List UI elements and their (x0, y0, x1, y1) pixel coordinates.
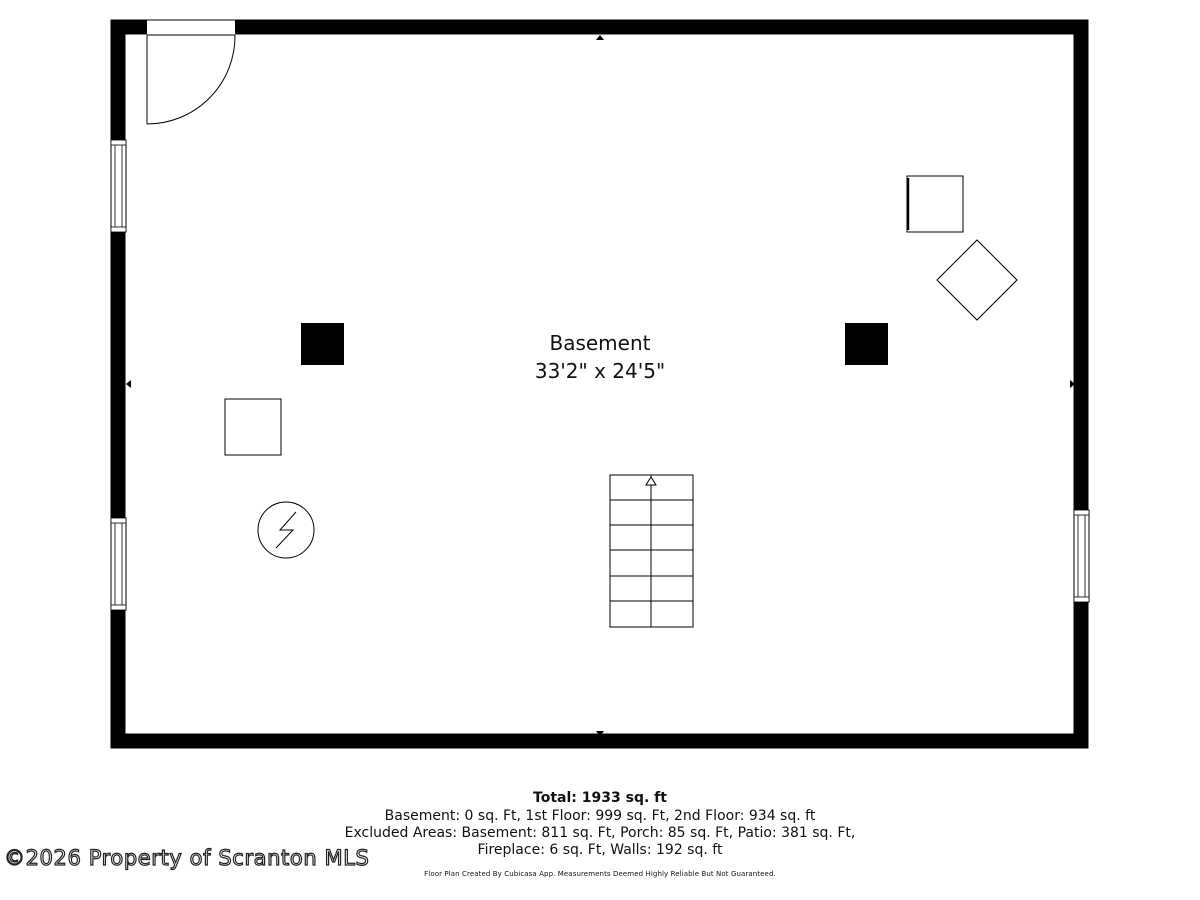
copyright-watermark: ©2026 Property of Scranton MLS (3, 845, 370, 870)
stair-arrow-icon (645, 476, 657, 486)
electric-symbol-icon (257, 501, 315, 559)
fixture-diamond (936, 239, 1018, 321)
room-dimensions: 33'2" x 24'5" (535, 359, 665, 383)
marker-right (1070, 380, 1075, 388)
marker-top (596, 35, 604, 40)
excluded-areas-continued: Fireplace: 6 sq. Ft, Walls: 192 sq. ft (477, 842, 723, 858)
exterior-walls (110, 19, 1089, 749)
column-left (301, 323, 344, 365)
fixture-square-left (224, 398, 282, 456)
window-left-lower (110, 517, 127, 611)
total-area: Total: 1933 sq. ft (533, 790, 667, 806)
staircase (609, 474, 694, 628)
disclaimer: Floor Plan Created By Cubicasa App. Meas… (424, 870, 776, 878)
door-opening (147, 20, 235, 35)
fixture-square-right (906, 175, 964, 233)
room-name: Basement (549, 331, 650, 355)
marker-bottom (596, 731, 604, 736)
window-right (1073, 509, 1090, 603)
door-swing (146, 19, 236, 125)
window-left-upper (110, 139, 127, 233)
column-right (845, 323, 888, 365)
marker-left (126, 380, 131, 388)
excluded-areas: Excluded Areas: Basement: 811 sq. Ft, Po… (344, 825, 856, 841)
floor-areas: Basement: 0 sq. Ft, 1st Floor: 999 sq. F… (384, 808, 816, 824)
